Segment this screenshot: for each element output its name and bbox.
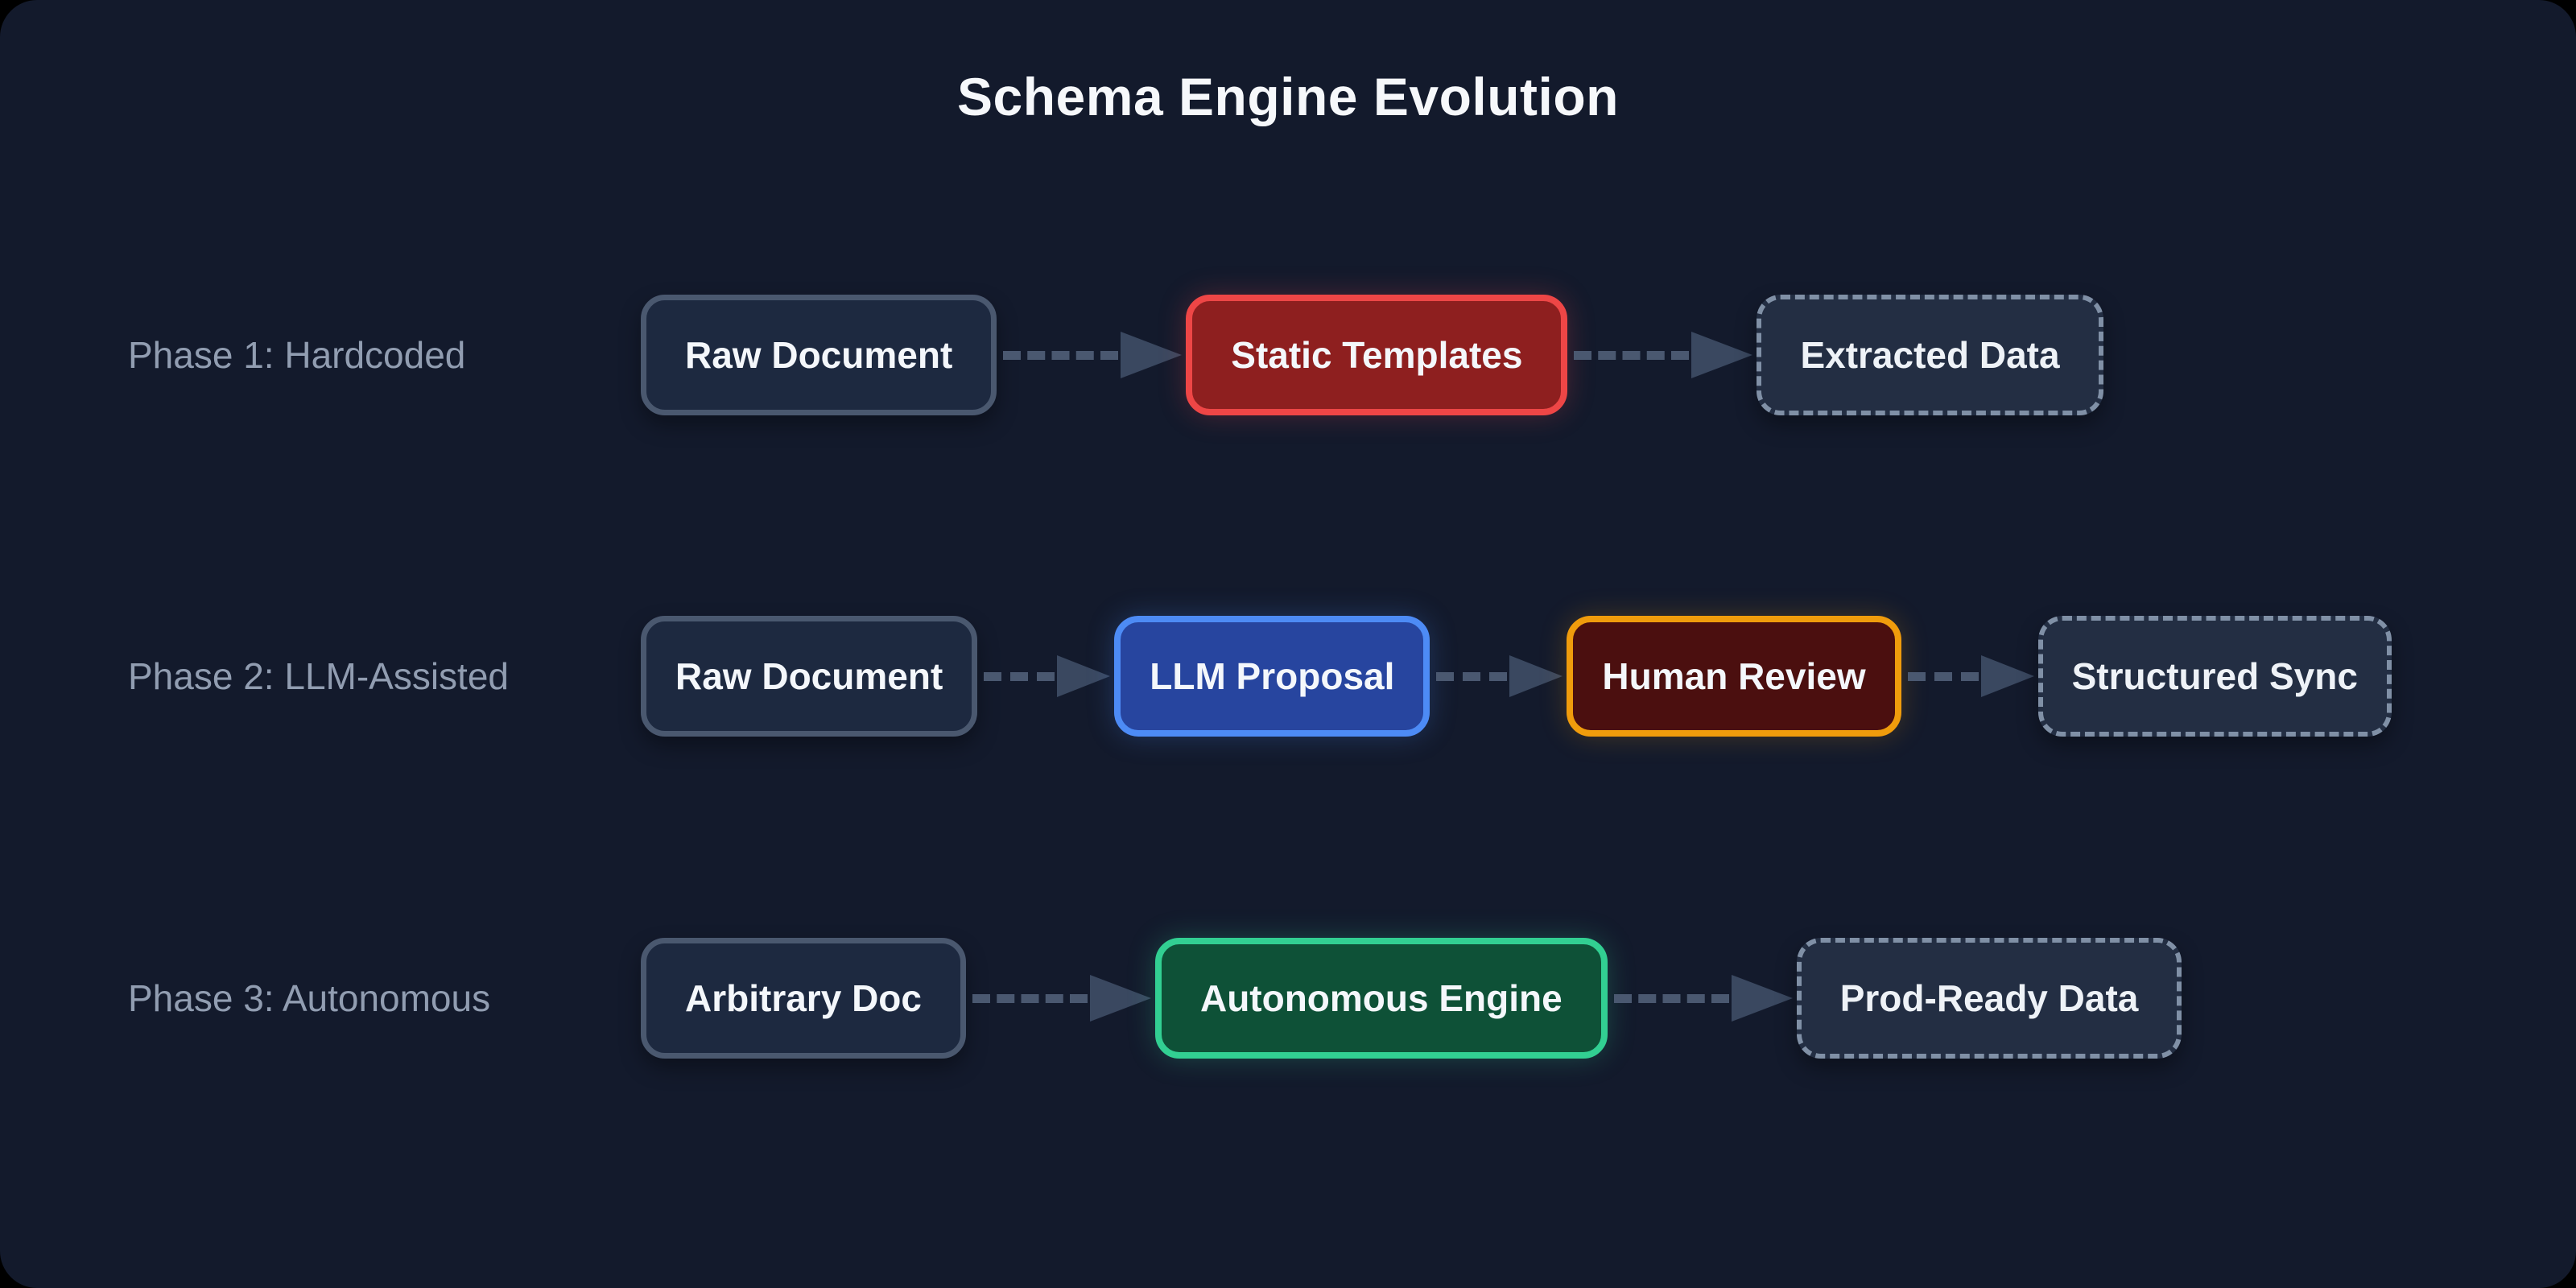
node-static-templates: Static Templates: [1186, 295, 1568, 415]
arrowhead-icon: [1089, 975, 1151, 1022]
node-prod-ready-data: Prod-Ready Data: [1796, 938, 2182, 1059]
arrowhead-icon: [1121, 332, 1183, 378]
connector-phase1-b: [1567, 295, 1757, 415]
phase-2-row: Phase 2: LLM-Assisted Raw Document LLM P…: [128, 616, 2392, 737]
arrowhead-icon: [1980, 655, 2034, 697]
arrowhead-icon: [1057, 655, 1111, 697]
dashed-line: [1436, 671, 1508, 681]
dashed-line: [1613, 993, 1729, 1003]
node-arbitrary-doc: Arbitrary Doc: [641, 938, 966, 1059]
dashed-line: [1003, 350, 1119, 360]
connector-phase2-c: [1901, 616, 2038, 737]
node-raw-document-phase1: Raw Document: [641, 295, 997, 415]
phase-3-label: Phase 3: Autonomous: [128, 977, 491, 1019]
arrowhead-icon: [1731, 975, 1793, 1022]
node-llm-proposal: LLM Proposal: [1114, 616, 1430, 737]
phase-3-row: Phase 3: Autonomous Arbitrary Doc Autono…: [128, 938, 2182, 1059]
node-extracted-data: Extracted Data: [1757, 295, 2103, 415]
diagram-title: Schema Engine Evolution: [957, 67, 1619, 126]
dashed-line: [1907, 671, 1979, 681]
connector-phase3-b: [1608, 938, 1797, 1059]
phase-2-label: Phase 2: LLM-Assisted: [128, 655, 510, 697]
node-structured-sync: Structured Sync: [2037, 616, 2392, 737]
connector-phase1-a: [997, 295, 1186, 415]
node-autonomous-engine: Autonomous Engine: [1154, 938, 1608, 1059]
connector-phase2-a: [977, 616, 1114, 737]
dashed-line: [1574, 350, 1690, 360]
dashed-line: [984, 671, 1055, 681]
phase-1-label: Phase 1: Hardcoded: [128, 334, 466, 376]
phase-1-row: Phase 1: Hardcoded Raw Document Static T…: [128, 295, 2103, 415]
connector-phase2-b: [1430, 616, 1567, 737]
node-human-review: Human Review: [1567, 616, 1901, 737]
connector-phase3-a: [966, 938, 1155, 1059]
dashed-line: [972, 993, 1088, 1003]
node-raw-document-phase2: Raw Document: [641, 616, 978, 737]
arrowhead-icon: [1509, 655, 1563, 697]
arrowhead-icon: [1691, 332, 1753, 378]
